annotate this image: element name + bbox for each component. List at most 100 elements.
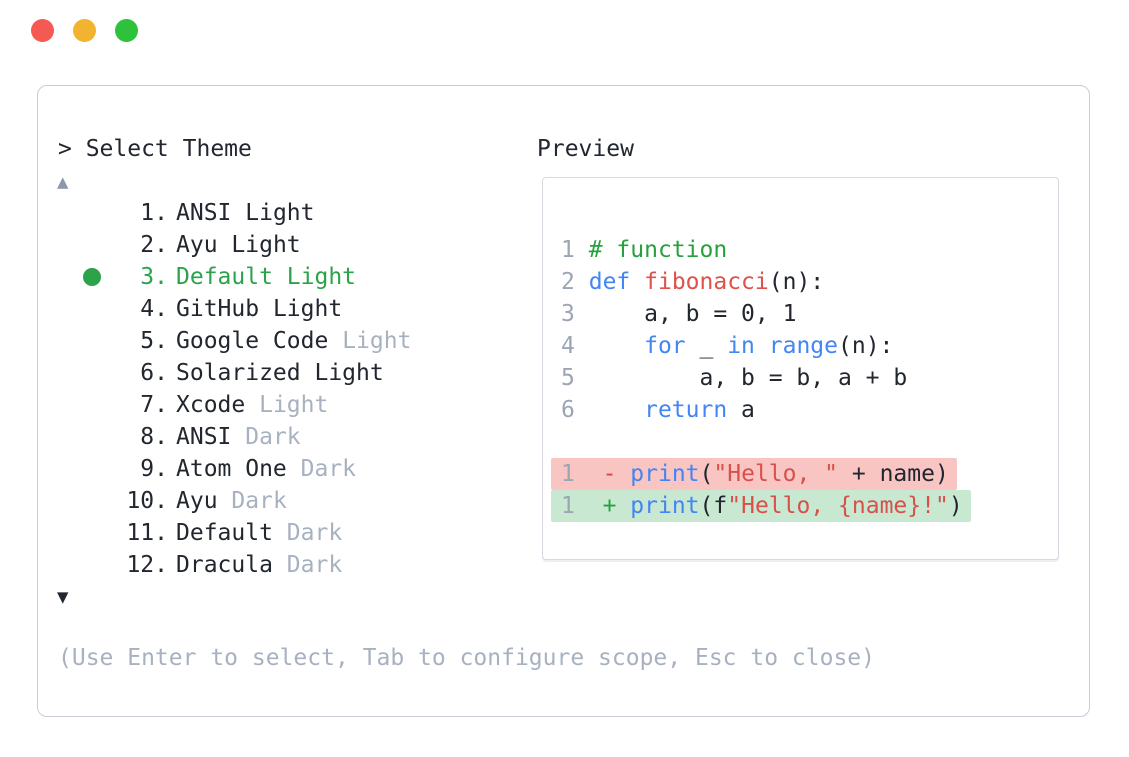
marker-spacer [82, 389, 126, 421]
code-line-content: 1 # function [551, 234, 735, 266]
scroll-down-indicator[interactable]: ▼ [57, 586, 69, 608]
marker-spacer [82, 293, 126, 325]
theme-variant: Light [314, 360, 384, 386]
theme-variant: Light [286, 264, 357, 290]
code-token: + [602, 493, 617, 519]
theme-number: 11. [126, 520, 168, 546]
code-token [755, 333, 769, 359]
line-number: 1 [561, 493, 575, 519]
theme-list-item[interactable]: 7. Xcode Light [82, 389, 411, 421]
code-line: 6 return a [561, 394, 1050, 426]
theme-variant: Light [259, 392, 329, 418]
code-token: print [630, 461, 700, 487]
diff-removed-line: 1 - print("Hello, " + name) [551, 458, 1050, 490]
line-number: 5 [561, 365, 575, 391]
code-token: fibonacci [644, 269, 769, 295]
keyboard-hint: (Use Enter to select, Tab to configure s… [58, 645, 875, 671]
window-controls [31, 19, 138, 42]
theme-name: Dracula [176, 552, 273, 578]
theme-prompt: > Select Theme [58, 136, 252, 162]
theme-list-item[interactable]: 8.ANSI Dark [82, 421, 411, 453]
code-token: + name) [838, 461, 949, 487]
theme-name: ANSI [176, 200, 232, 226]
line-number: 4 [561, 333, 575, 359]
selected-indicator [82, 261, 126, 293]
theme-list-item[interactable]: 6. Solarized Light [82, 357, 411, 389]
theme-number: 1. [140, 200, 168, 226]
theme-list-item[interactable]: 5.Google Code Light [82, 325, 411, 357]
code-token: (n): [768, 269, 825, 295]
theme-number: 10. [126, 488, 168, 514]
theme-name: Default [176, 264, 273, 290]
marker-spacer [82, 357, 126, 389]
marker-spacer [82, 197, 126, 229]
code-token: (n): [838, 333, 894, 359]
code-token: a [727, 397, 755, 423]
theme-name: Solarized [176, 360, 301, 386]
theme-name: Ayu [176, 488, 218, 514]
theme-number: 3. [140, 264, 168, 290]
scroll-up-indicator[interactable]: ▲ [57, 171, 69, 193]
code-token: "Hello, " [713, 461, 839, 487]
code-line: 2 def fibonacci(n): [561, 266, 1050, 298]
code-line-content: 4 for _ in range(n): [551, 330, 901, 362]
theme-number: 7. [140, 392, 168, 418]
line-number: 6 [561, 397, 575, 423]
code-line-content: 3 a, b = 0, 1 [551, 298, 804, 330]
theme-variant: Dark [286, 520, 343, 546]
theme-number: 12. [126, 552, 168, 578]
code-token: _ [685, 333, 728, 359]
code-token: "Hello, {name}!" [727, 493, 949, 519]
code-token: range [768, 333, 839, 359]
marker-spacer [82, 549, 126, 581]
theme-name: GitHub [176, 296, 260, 322]
line-number: 1 [561, 237, 575, 263]
marker-spacer [82, 517, 126, 549]
theme-variant: Dark [300, 456, 357, 482]
code-line: 1 # function [561, 234, 1050, 266]
preview-label: Preview [537, 136, 634, 162]
theme-list-item[interactable]: 10.Ayu Dark [82, 485, 411, 517]
code-token: def [588, 269, 631, 295]
code-token: a, b = 0, 1 [588, 301, 797, 327]
theme-list-item[interactable]: 12.Dracula Dark [82, 549, 411, 581]
code-token [616, 461, 630, 487]
code-token [589, 333, 644, 359]
theme-list-item[interactable]: 9.Atom One Dark [82, 453, 411, 485]
theme-variant: Light [231, 232, 301, 258]
close-button[interactable] [31, 19, 54, 42]
selected-dot-icon [83, 268, 101, 286]
theme-list-item[interactable]: 1. ANSI Light [82, 197, 411, 229]
minimize-button[interactable] [73, 19, 96, 42]
code-token: - [602, 461, 617, 487]
theme-list-item[interactable]: 11. Default Dark [82, 517, 411, 549]
code-line-content: 1 + print(f"Hello, {name}!") [551, 490, 971, 522]
theme-name: Default [176, 520, 273, 546]
code-line-content: 2 def fibonacci(n): [551, 266, 832, 298]
code-token: return [644, 397, 728, 423]
theme-number: 2. [140, 232, 168, 258]
code-token: # function [588, 237, 728, 263]
code-token [630, 269, 644, 295]
theme-number: 5. [140, 328, 168, 354]
code-token: a, b = b, a + b [588, 365, 908, 391]
maximize-button[interactable] [115, 19, 138, 42]
code-token [589, 397, 644, 423]
theme-list-item[interactable]: 2.Ayu Light [82, 229, 411, 261]
theme-name: ANSI [176, 424, 232, 450]
theme-list-item[interactable]: 3. Default Light [82, 261, 411, 293]
theme-list-item[interactable]: 4.GitHub Light [82, 293, 411, 325]
marker-spacer [82, 453, 126, 485]
theme-variant: Light [245, 200, 315, 226]
theme-name: Atom One [176, 456, 287, 482]
theme-number: 6. [140, 360, 168, 386]
theme-name: Xcode [176, 392, 246, 418]
code-token [589, 493, 603, 519]
theme-name: Google Code [176, 328, 329, 354]
marker-spacer [82, 325, 126, 357]
code-token: (f [699, 493, 728, 519]
